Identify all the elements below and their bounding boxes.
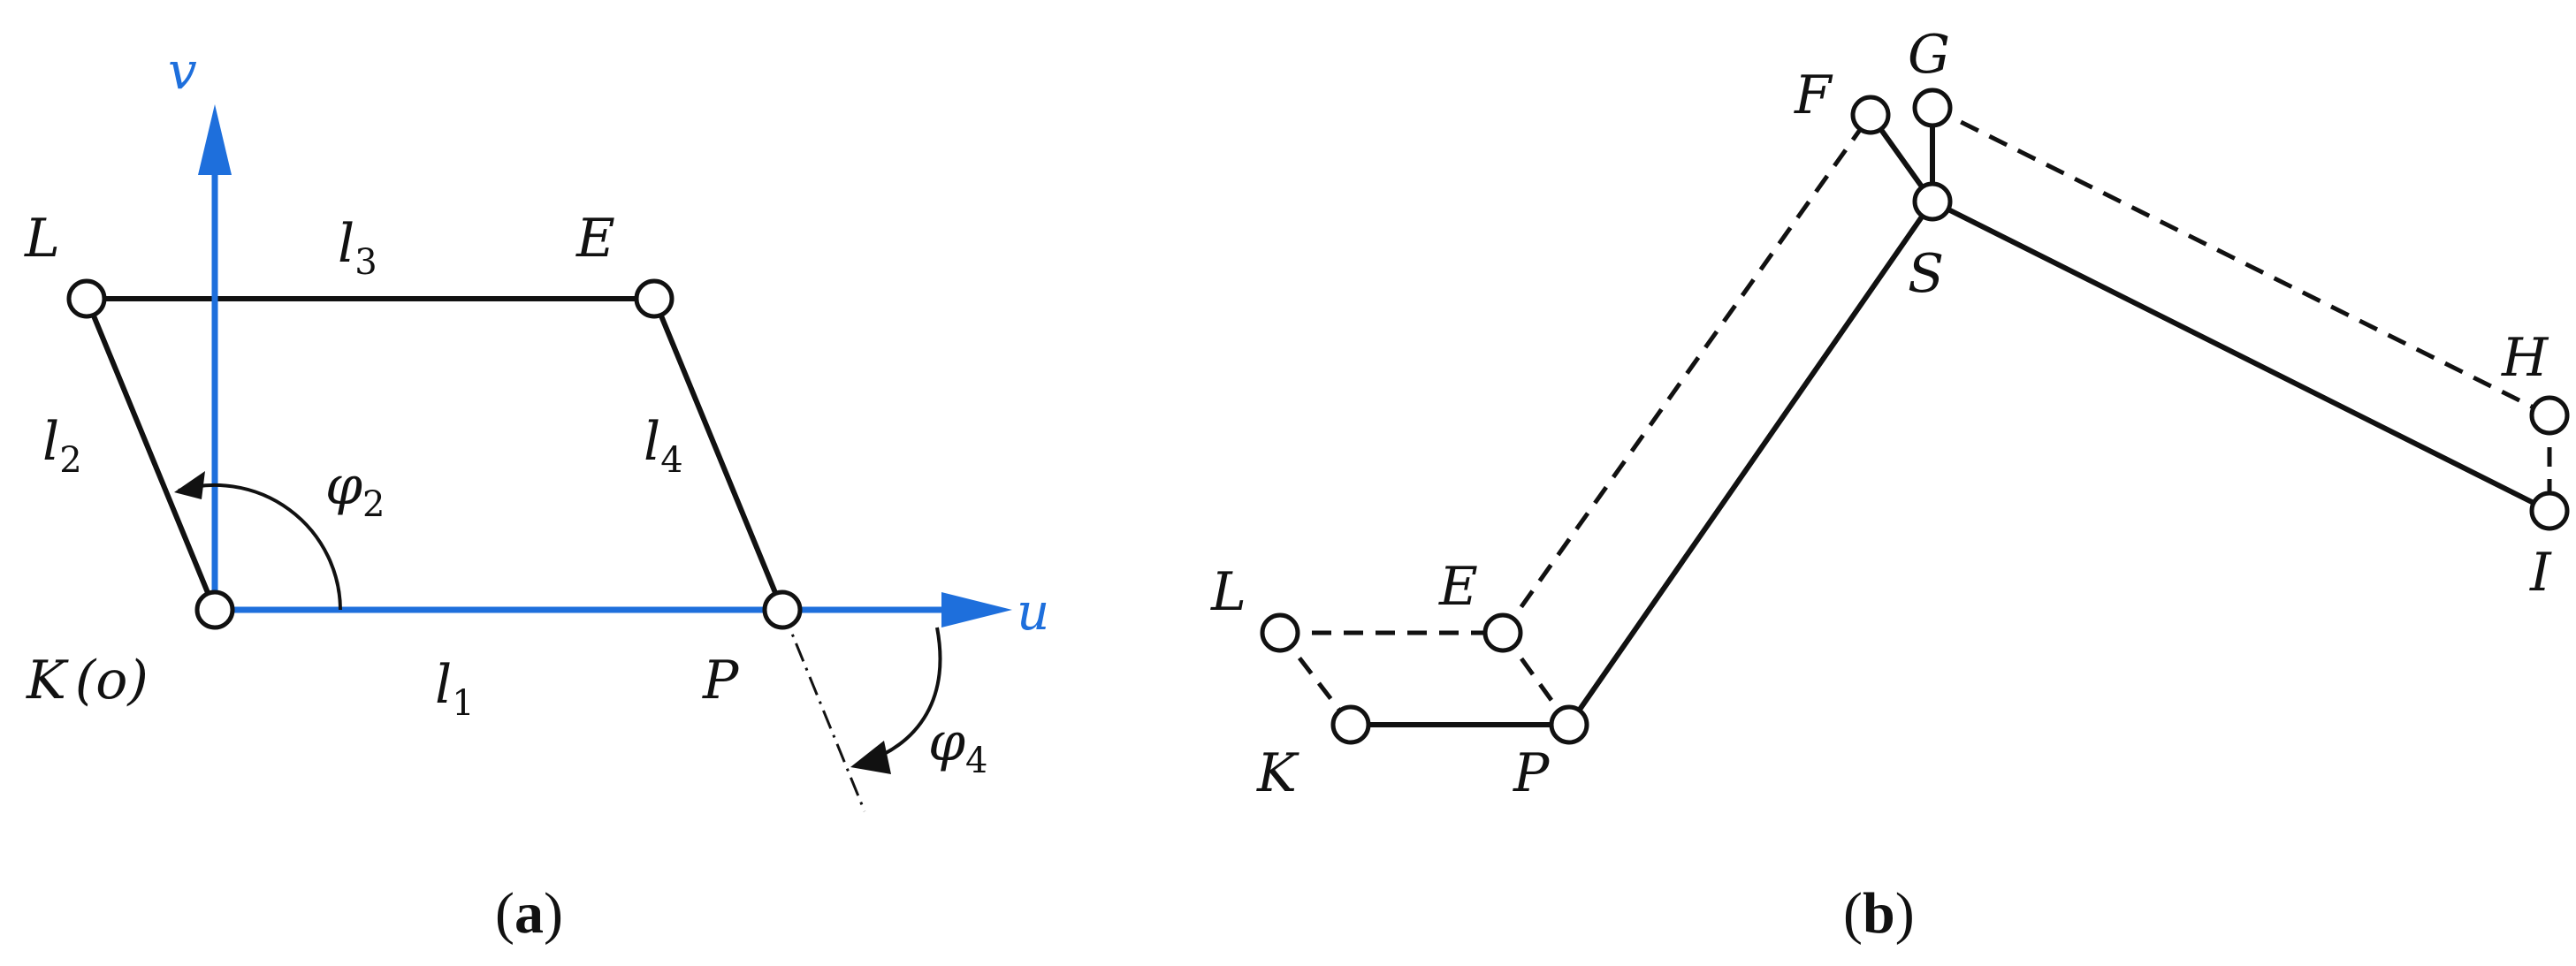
phi2-arc (178, 483, 342, 611)
joint-b-G (1912, 87, 1953, 128)
label-l1: l1 (435, 654, 475, 724)
panel-b: F G S H I L E K P (b) (1210, 24, 2570, 946)
u-axis-arrowhead (941, 592, 1012, 628)
joint-K (194, 589, 235, 630)
joint-P (762, 589, 803, 630)
extension-line (781, 609, 866, 812)
label-E: E (575, 208, 615, 270)
label-K-origin: K(o) (26, 650, 149, 711)
label-l2: l2 (42, 411, 82, 481)
label-phi2: φ2 (325, 455, 385, 525)
label-L: L (24, 208, 60, 270)
label-b-G: G (1908, 24, 1950, 86)
joint-b-S (1912, 181, 1953, 222)
label-b-E: E (1438, 556, 1478, 618)
label-l4: l4 (644, 411, 683, 481)
link-l2-KL (84, 296, 217, 612)
label-b-K: K (1256, 742, 1299, 804)
phi2-arrowhead (174, 471, 205, 499)
label-b-I: I (2529, 542, 2552, 604)
link-l4-PE (652, 296, 785, 612)
joint-L (66, 278, 107, 319)
v-axis-arrowhead (198, 104, 232, 175)
joint-b-P (1549, 704, 1589, 745)
label-b-F: F (1794, 65, 1833, 126)
phi4-arrowhead (850, 741, 891, 774)
axis-u-label: u (1017, 582, 1049, 642)
panel-a: v u L E l3 l2 l4 l1 φ2 φ4 K(o) P (a) (24, 41, 1049, 946)
link-EF-dashed (1500, 113, 1873, 635)
link-PS (1566, 199, 1935, 727)
label-P: P (702, 650, 740, 711)
axis-v-label: v (168, 41, 197, 101)
caption-a: (a) (495, 881, 563, 946)
label-b-S: S (1908, 243, 1944, 305)
label-b-P: P (1513, 742, 1551, 804)
joint-b-F (1850, 95, 1891, 135)
link-SI (1930, 199, 2552, 513)
joint-E (634, 278, 674, 319)
caption-b: (b) (1843, 881, 1915, 946)
joint-b-I (2529, 491, 2570, 531)
joint-b-L (1260, 612, 1300, 653)
label-b-H: H (2501, 327, 2549, 389)
label-phi4: φ4 (928, 711, 987, 781)
joint-b-K (1330, 704, 1371, 745)
label-l3: l3 (338, 213, 377, 283)
label-b-L: L (1210, 561, 1246, 623)
joint-b-H (2529, 395, 2570, 436)
link-GH-dashed (1931, 105, 2551, 418)
joint-b-E (1482, 612, 1523, 653)
